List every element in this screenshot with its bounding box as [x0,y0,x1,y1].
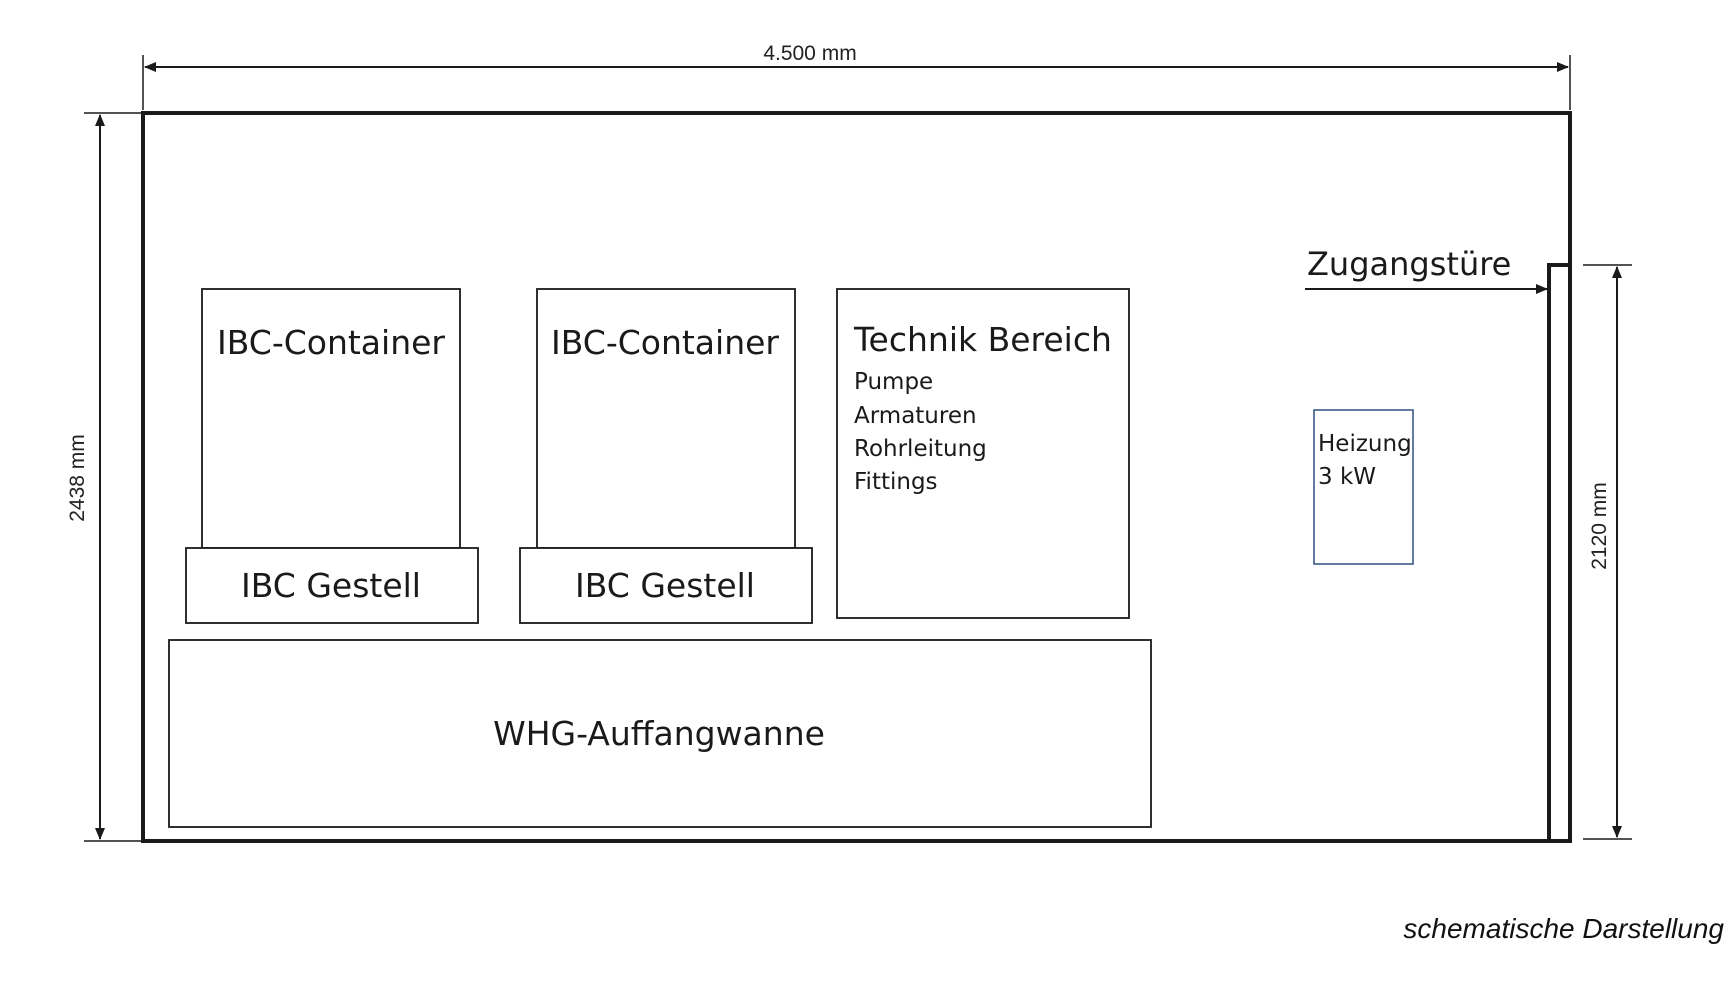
whg-auffangwanne [168,639,1152,828]
technik-item-pumpe: Pumpe [854,369,933,395]
width-label: 4.500 mm [763,42,856,65]
access-door: Zugangstüre [1305,245,1570,841]
whg-auffangwanne-label: WHG-Auffangwanne [493,714,825,753]
height-label: 2438 mm [66,434,89,522]
width-dimension: 4.500 mm [142,42,1571,110]
technik-item-armaturen: Armaturen [854,403,977,429]
ibc-container-1-label: IBC-Container [217,323,445,362]
heizung-power: 3 kW [1318,464,1376,490]
technik-bereich [836,288,1130,619]
heizung [1313,409,1414,565]
ibc-gestell-1-label: IBC Gestell [241,566,421,605]
door-frame [1547,263,1570,841]
ibc-container-1 [201,288,461,549]
technik-item-rohrleitung: Rohrleitung [854,436,987,462]
door-height-label: 2120 mm [1588,482,1611,570]
ibc-gestell-1 [185,547,479,624]
ibc-container-2-label: IBC-Container [551,323,779,362]
ibc-gestell-2-label: IBC Gestell [575,566,755,605]
ibc-container-2 [536,288,796,549]
container-outline [141,111,1572,843]
heizung-label: Heizung [1318,431,1412,457]
height-dimension: 2438 mm [66,112,143,842]
technik-item-fittings: Fittings [854,469,938,495]
caption: schematische Darstellung [1403,913,1724,944]
door-height-dimension: 2120 mm [1583,264,1632,840]
door-label: Zugangstüre [1307,245,1511,283]
ibc-gestell-2 [519,547,813,624]
technik-bereich-title: Technik Bereich [853,320,1112,359]
